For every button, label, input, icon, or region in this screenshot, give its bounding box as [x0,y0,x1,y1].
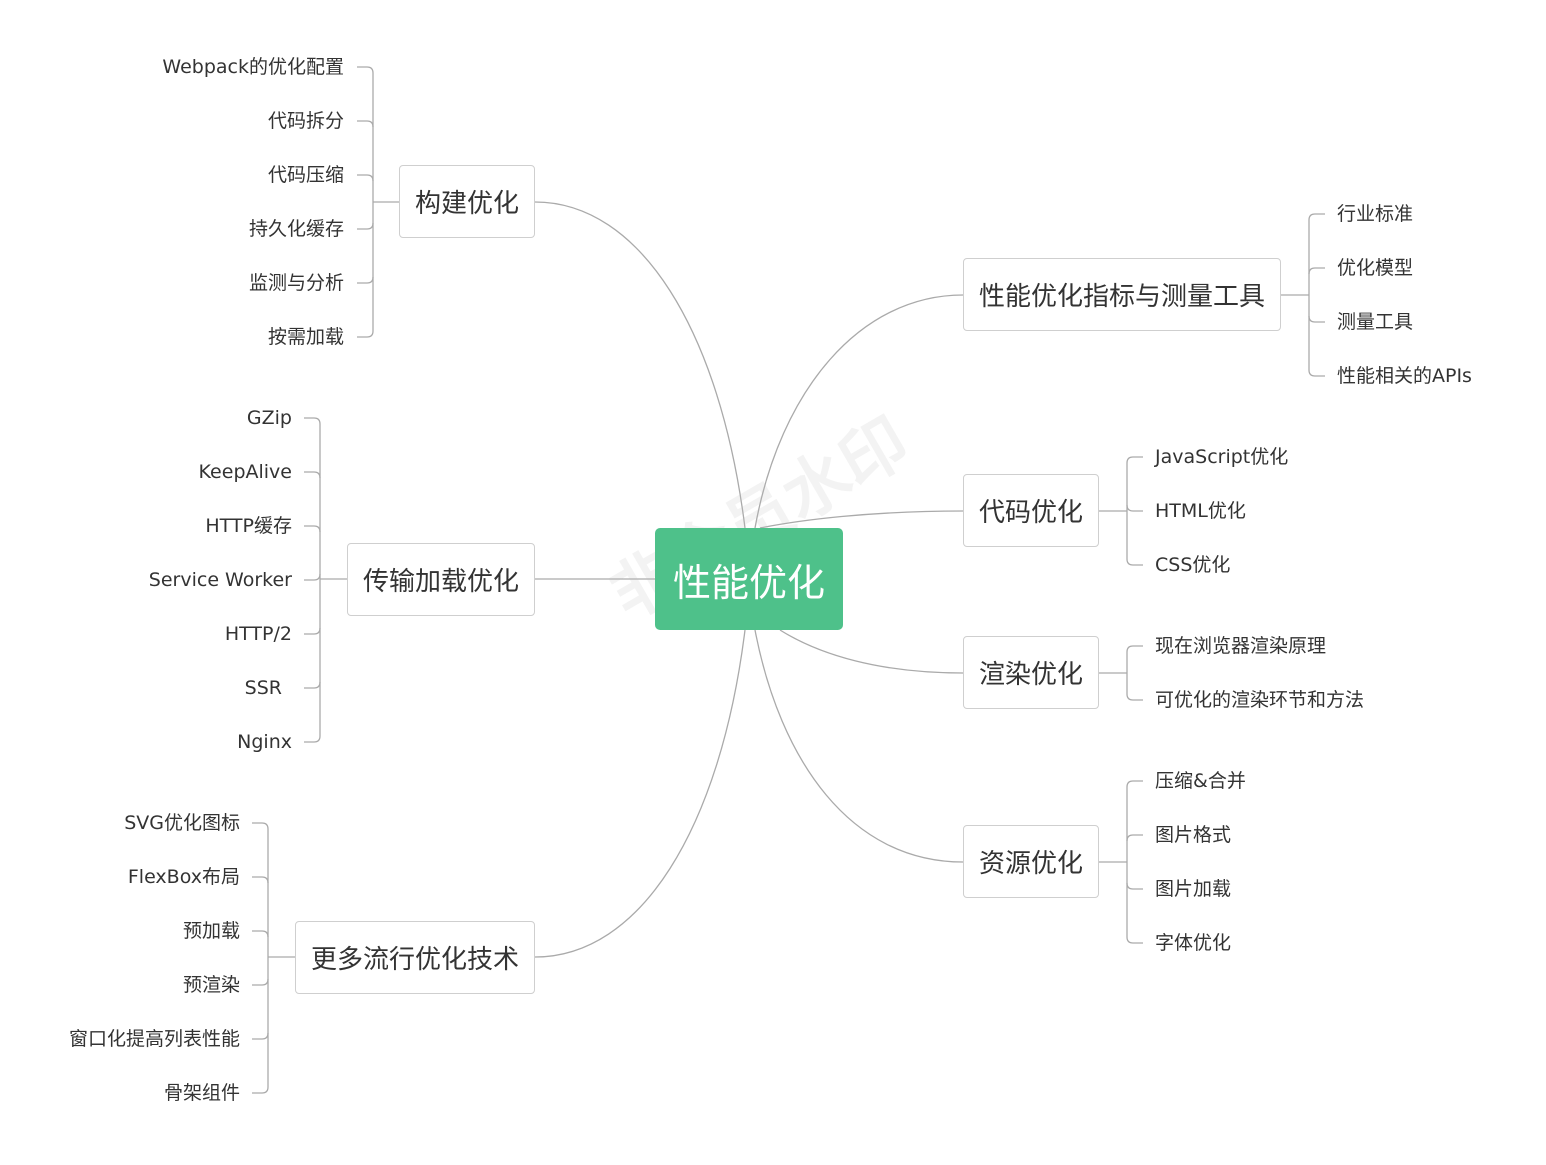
bracket-build-tick-3 [357,222,374,230]
bracket-build-tick-5 [357,330,374,338]
bracket-render-tick-0 [1126,645,1143,653]
branch-node-render[interactable]: 渲染优化 [963,636,1099,709]
leaf-more-3[interactable]: 预渲染 [182,974,240,996]
branch-node-metrics[interactable]: 性能优化指标与测量工具 [963,258,1281,331]
leaf-resource-1[interactable]: 图片格式 [1155,824,1232,846]
bracket-code-tick-0 [1126,456,1143,464]
connector-root-more [534,629,746,958]
leaf-more-2[interactable]: 预加载 [182,920,240,942]
leaf-transfer-0[interactable]: GZip [246,407,292,429]
bracket-code-tick-2 [1126,558,1143,566]
leaf-build-5[interactable]: 按需加载 [267,326,344,348]
leaf-metrics-0[interactable]: 行业标准 [1337,203,1414,225]
leaf-render-0[interactable]: 现在浏览器渲染原理 [1155,635,1327,657]
bracket-resource-tick-1 [1126,834,1143,842]
bracket-transfer-tick-4 [304,627,321,635]
leaf-more-5[interactable]: 骨架组件 [163,1082,240,1104]
leaf-build-4[interactable]: 监测与分析 [248,272,344,294]
leaf-transfer-2[interactable]: HTTP缓存 [205,515,292,537]
leaf-code-2[interactable]: CSS优化 [1155,554,1231,576]
leaf-metrics-3[interactable]: 性能相关的APIs [1337,365,1472,387]
branch-node-code[interactable]: 代码优化 [963,474,1099,547]
branch-node-resource[interactable]: 资源优化 [963,825,1099,898]
leaf-transfer-3[interactable]: Service Worker [148,569,292,591]
bracket-more-tick-5 [252,1086,269,1094]
branch-node-more[interactable]: 更多流行优化技术 [295,921,535,994]
bracket-transfer-tick-3 [304,573,321,581]
leaf-resource-3[interactable]: 字体优化 [1155,932,1232,954]
leaf-transfer-5[interactable]: SSR [244,677,282,699]
bracket-transfer-tick-2 [304,525,321,533]
bracket-metrics-tick-1 [1308,267,1325,275]
bracket-more-tick-2 [252,930,269,938]
bracket-metrics-tick-3 [1308,369,1325,377]
leaf-transfer-4[interactable]: HTTP/2 [224,623,292,645]
bracket-more-tick-0 [252,822,269,830]
leaf-build-2[interactable]: 代码压缩 [267,164,344,186]
leaf-more-0[interactable]: SVG优化图标 [124,812,240,834]
leaf-metrics-1[interactable]: 优化模型 [1337,257,1414,279]
root-node[interactable]: 性能优化 [655,528,843,630]
leaf-code-0[interactable]: JavaScript优化 [1155,446,1289,468]
bracket-resource-tick-0 [1126,780,1143,788]
leaf-render-1[interactable]: 可优化的渲染环节和方法 [1155,689,1365,711]
bracket-metrics-tick-2 [1308,315,1325,323]
branch-node-build[interactable]: 构建优化 [399,165,535,238]
connector-root-code [759,510,964,529]
bracket-resource-tick-3 [1126,936,1143,944]
bracket-metrics-tick-0 [1308,213,1325,221]
bracket-build-tick-2 [357,174,374,182]
bracket-code-tick-1 [1126,504,1143,512]
connector-root-metrics [754,294,964,529]
bracket-transfer-tick-5 [304,681,321,689]
bracket-more-tick-3 [252,978,269,986]
connector-root-render [779,629,964,674]
leaf-more-1[interactable]: FlexBox布局 [127,866,240,888]
leaf-resource-0[interactable]: 压缩&合并 [1155,770,1246,792]
bracket-build-tick-4 [357,276,374,284]
bracket-build-tick-1 [357,120,374,128]
leaf-code-1[interactable]: HTML优化 [1155,500,1246,522]
leaf-resource-2[interactable]: 图片加载 [1155,878,1232,900]
leaf-transfer-6[interactable]: Nginx [237,731,292,753]
bracket-more-tick-4 [252,1032,269,1040]
bracket-render-tick-1 [1126,693,1143,701]
connector-root-resource [754,629,964,863]
leaf-build-0[interactable]: Webpack的优化配置 [162,56,344,78]
bracket-resource-tick-2 [1126,882,1143,890]
leaf-metrics-2[interactable]: 测量工具 [1337,311,1414,333]
leaf-transfer-1[interactable]: KeepAlive [198,461,292,483]
connector-root-build [534,201,746,529]
branch-node-transfer[interactable]: 传输加载优化 [347,543,535,616]
leaf-build-3[interactable]: 持久化缓存 [248,218,344,240]
bracket-transfer-tick-1 [304,471,321,479]
leaf-more-4[interactable]: 窗口化提高列表性能 [68,1028,240,1050]
bracket-build-tick-0 [357,66,374,74]
bracket-more-tick-1 [252,876,269,884]
bracket-transfer-tick-0 [304,417,321,425]
bracket-transfer-tick-6 [304,735,321,743]
leaf-build-1[interactable]: 代码拆分 [267,110,344,132]
